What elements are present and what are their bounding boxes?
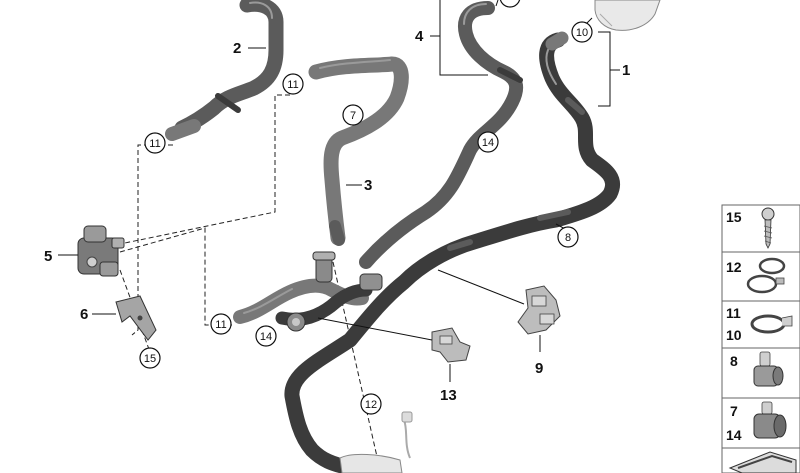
legend-row-partial (728, 451, 797, 473)
label-1: 1 (622, 62, 630, 79)
hose-3 (308, 56, 409, 246)
circle-partial-top (499, 0, 521, 8)
water-pump (77, 225, 125, 277)
legend-row-11-10: 11 10 (726, 305, 793, 343)
label-4: 4 (415, 28, 424, 45)
legend-row-12: 12 (726, 257, 786, 294)
circle-label-12: 12 (360, 393, 382, 415)
legend-label-14: 14 (726, 427, 742, 443)
bracket-13 (431, 327, 471, 363)
svg-text:12: 12 (365, 399, 377, 411)
legend-label-7: 7 (730, 403, 738, 419)
spring-clamp-icon (750, 314, 793, 334)
expansion-tank (594, 0, 661, 31)
legend-label-12: 12 (726, 259, 742, 275)
hose-2 (165, 0, 284, 141)
svg-text:7: 7 (350, 110, 356, 122)
hose-lower-left (233, 278, 373, 326)
leader-lines (58, 0, 620, 382)
connector-clip-icon (753, 351, 784, 387)
svg-text:8: 8 (565, 232, 571, 244)
legend-row-15: 15 (726, 207, 775, 249)
label-2: 2 (233, 40, 241, 57)
circle-label-8: 8 (557, 226, 579, 248)
bracket-9 (517, 285, 561, 335)
t-connector (286, 251, 383, 332)
legend-label-8: 8 (730, 353, 738, 369)
circle-label-15: 15 (139, 347, 161, 369)
label-9: 9 (535, 360, 543, 377)
label-6: 6 (80, 306, 88, 323)
circle-label-11-bottom: 11 (210, 313, 232, 335)
bracket-6 (115, 295, 157, 341)
svg-text:14: 14 (482, 137, 494, 149)
circle-label-10: 10 (571, 21, 593, 43)
legend-label-15: 15 (726, 209, 742, 225)
bottom-component (339, 411, 413, 473)
label-13: 13 (440, 387, 457, 404)
svg-text:14: 14 (260, 331, 272, 343)
label-3: 3 (364, 177, 372, 194)
svg-text:11: 11 (149, 138, 160, 150)
legend-row-7-14: 7 14 (726, 401, 787, 443)
parts-legend: 15 12 11 10 8 (721, 204, 800, 473)
hose-clamp-icon (746, 257, 786, 294)
hose-1-8 (284, 31, 621, 473)
circled-labels: 7 8 10 11 11 11 12 14 14 15 (139, 0, 593, 415)
circle-label-11-left: 11 (144, 132, 166, 154)
hose-4-14 (359, 1, 524, 269)
legend-label-10: 10 (726, 327, 742, 343)
hose-fitting-icon (753, 401, 787, 439)
svg-text:11: 11 (215, 319, 226, 331)
circle-label-14-lower: 14 (255, 325, 277, 347)
circle-label-14-upper: 14 (477, 131, 499, 153)
svg-text:15: 15 (144, 353, 156, 365)
svg-text:10: 10 (576, 27, 588, 39)
screw-icon (761, 207, 775, 249)
legend-label-11: 11 (726, 305, 741, 321)
label-5: 5 (44, 248, 52, 265)
circle-label-11-top: 11 (282, 73, 304, 95)
legend-row-8: 8 (730, 351, 784, 387)
svg-text:11: 11 (287, 79, 298, 91)
circle-label-7: 7 (342, 104, 364, 126)
part-labels: 2 4 1 3 5 6 9 13 (44, 28, 630, 404)
